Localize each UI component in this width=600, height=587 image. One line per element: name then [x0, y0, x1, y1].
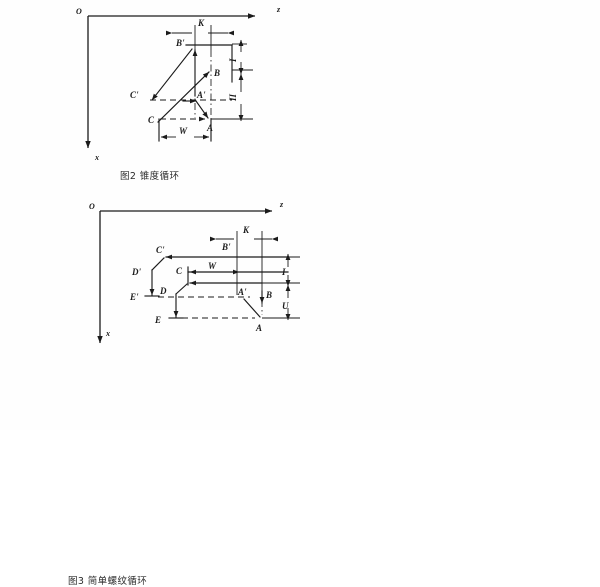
fig3-D-label: D — [159, 286, 167, 296]
fig3-origin-label: O — [89, 202, 95, 211]
fig2-dimension-II — [211, 73, 253, 122]
fig3-edge-C-D-diag — [175, 283, 188, 295]
fig3-W-label: W — [208, 261, 217, 271]
fig2-I-label: I — [228, 58, 238, 63]
fig3-K-label: K — [242, 225, 250, 235]
fig3-Eprime-label: E' — [129, 292, 139, 302]
fig3-x-axis-label: x — [105, 329, 110, 338]
fig3-B-label: B — [265, 290, 272, 300]
fig3-E-label: E — [154, 315, 161, 325]
fig3-z-axis-label: z — [279, 200, 284, 209]
fig3-axes — [97, 208, 273, 344]
fig2-origin-label: O — [76, 7, 82, 16]
fig3-C-label: C — [176, 266, 183, 276]
fig3-I-label: I — [281, 267, 286, 277]
figure-2-caption: 图2 锥度循环 — [120, 171, 180, 182]
fig3-dimension-U — [262, 284, 300, 321]
fig2-arrow-C-to-B — [157, 71, 210, 123]
fig3-Cprime-label: C' — [156, 245, 165, 255]
fig2-K-label: K — [197, 18, 205, 28]
fig2-arrow-Aprime-to-A — [195, 100, 209, 119]
fig2-z-axis-label: z — [276, 5, 281, 14]
figure-3: O z x K B' C' D' E' — [0, 195, 600, 587]
fig2-dimension-K — [165, 25, 235, 50]
fig3-Bprime-label: B' — [221, 242, 231, 252]
figure-2-drawing: O z x K B' C' — [76, 5, 281, 162]
fig3-U-label: U — [282, 301, 289, 311]
figure-3-caption: 图3 简单螺纹循环 — [68, 576, 148, 587]
fig2-axes — [85, 13, 256, 149]
fig3-A-label: A — [255, 323, 262, 333]
fig3-edge-Cprime-Dprime-diag — [151, 257, 165, 271]
fig2-Cprime-label: C' — [130, 90, 139, 100]
fig2-C-label: C — [148, 115, 155, 125]
fig3-dimension-I — [262, 253, 300, 287]
fig3-Dprime-label: D' — [131, 267, 141, 277]
figure-2: O z x K B' C' — [0, 0, 600, 195]
fig3-edge-Aprime-to-A — [243, 298, 261, 318]
fig3-dimension-K — [209, 231, 279, 300]
fig2-W-label: W — [179, 126, 188, 136]
fig2-dimension-I — [232, 39, 253, 75]
fig2-A-label: A — [206, 123, 213, 133]
fig2-B-label: B — [213, 68, 220, 78]
fig3-Aprime-label: A' — [237, 287, 247, 297]
fig2-x-axis-label: x — [94, 153, 99, 162]
fig2-II-label: II — [228, 93, 238, 102]
fig2-Bprime-label: B' — [175, 38, 185, 48]
fig2-arrow-Bprime-to-Cprime — [151, 48, 193, 101]
figure-3-drawing: O z x K B' C' D' E' — [89, 200, 300, 344]
fig2-Aprime-label: A' — [196, 90, 206, 100]
